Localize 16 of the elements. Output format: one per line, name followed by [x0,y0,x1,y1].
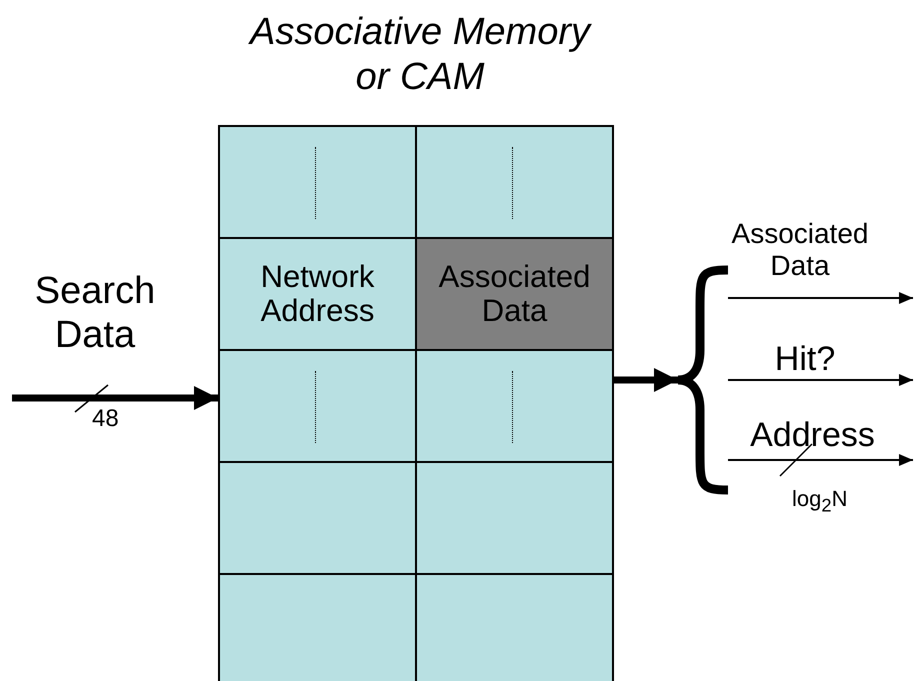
arrow [12,386,218,410]
arrow [728,292,913,304]
cell-text: Associated Data [438,260,592,328]
edge-label: Search Data [34,270,156,358]
arrow [614,368,678,392]
memory-cell [415,237,614,351]
bus-width-label: 48 [92,405,119,433]
arrow [728,454,913,466]
cell-text: Network Address [260,260,376,328]
table-title: Associative Memory or CAM [250,10,590,100]
memory-cell [218,237,417,351]
edge-label: Associated Data [730,218,870,282]
arrow [728,374,913,386]
edge-label: Hit? [774,340,836,380]
bus-width-label: log$_{2}$N [792,486,848,516]
edge-label: Address [749,416,876,456]
